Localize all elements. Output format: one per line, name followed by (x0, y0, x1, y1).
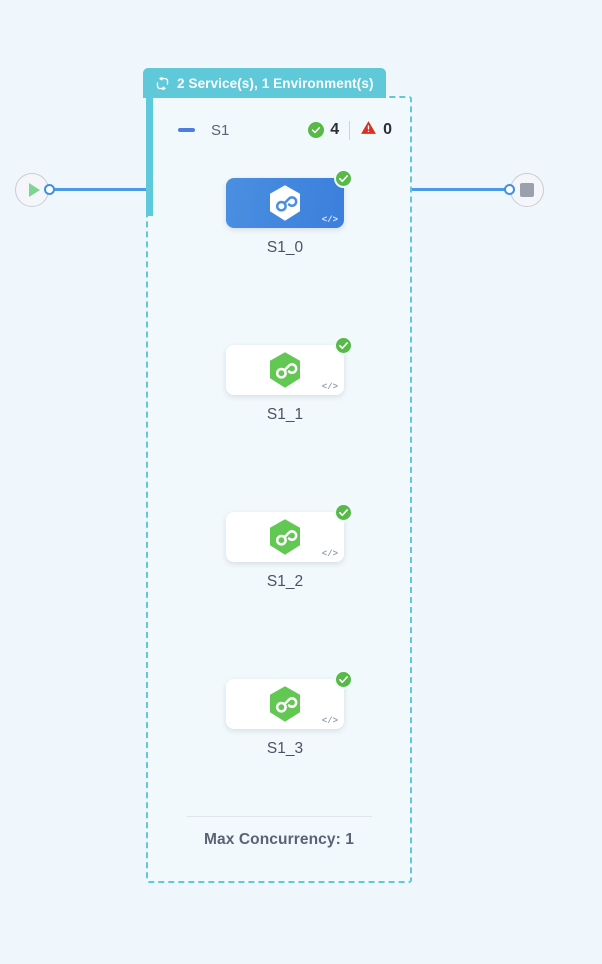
code-brackets-icon: </> (321, 716, 338, 726)
minus-icon[interactable] (178, 128, 195, 132)
service-node-card[interactable]: </> (226, 670, 353, 729)
service-node-label: S1_2 (266, 573, 304, 590)
check-circle-icon (334, 670, 353, 689)
check-circle-icon (334, 336, 353, 355)
service-node-label: S1_3 (266, 740, 304, 757)
hexagon-infinity-logo (268, 685, 302, 723)
service-node-card[interactable]: </> (226, 503, 353, 562)
status-error: 0 (360, 119, 392, 141)
group-status-cluster: 4 0 (308, 119, 392, 141)
service-node[interactable]: </> S1_0 (208, 169, 353, 257)
start-node[interactable] (15, 173, 49, 207)
service-node[interactable]: </> S1_2 (208, 503, 353, 591)
status-success: 4 (308, 121, 339, 139)
success-count: 4 (330, 121, 340, 138)
service-node-card[interactable]: </> (226, 169, 353, 228)
check-circle-icon (334, 169, 353, 188)
group-summary-label: 2 Service(s), 1 Environment(s) (177, 75, 374, 91)
edge-group-to-end (411, 188, 508, 191)
code-brackets-icon: </> (321, 549, 338, 559)
stop-icon (520, 183, 534, 197)
start-node-output-port[interactable] (44, 184, 55, 195)
error-count: 0 (383, 121, 392, 138)
hexagon-infinity-logo (268, 518, 302, 556)
play-icon (28, 183, 40, 197)
service-node-label: S1_0 (266, 239, 304, 256)
edge-start-to-group (53, 188, 148, 191)
code-brackets-icon: </> (321, 215, 338, 225)
refresh-loop-icon (155, 76, 170, 91)
hexagon-infinity-logo (268, 184, 302, 222)
code-brackets-icon: </> (321, 382, 338, 392)
end-node[interactable] (510, 173, 544, 207)
end-node-input-port[interactable] (504, 184, 515, 195)
group-footer-divider (187, 816, 372, 817)
max-concurrency-label: Max Concurrency: 1 (204, 831, 354, 848)
status-divider (349, 120, 351, 140)
group-name-label: S1 (211, 121, 230, 139)
group-left-accent-bar (146, 96, 153, 216)
group-header-row: S1 4 0 (146, 112, 412, 148)
service-node[interactable]: </> S1_3 (208, 670, 353, 758)
hexagon-infinity-logo (268, 351, 302, 389)
service-node-label: S1_1 (266, 406, 304, 423)
check-circle-icon (308, 122, 325, 138)
service-node[interactable]: </> S1_1 (208, 336, 353, 424)
warning-triangle-icon (360, 119, 377, 141)
check-circle-icon (334, 503, 353, 522)
group-summary-tag[interactable]: 2 Service(s), 1 Environment(s) (143, 68, 386, 98)
service-node-card[interactable]: </> (226, 336, 353, 395)
